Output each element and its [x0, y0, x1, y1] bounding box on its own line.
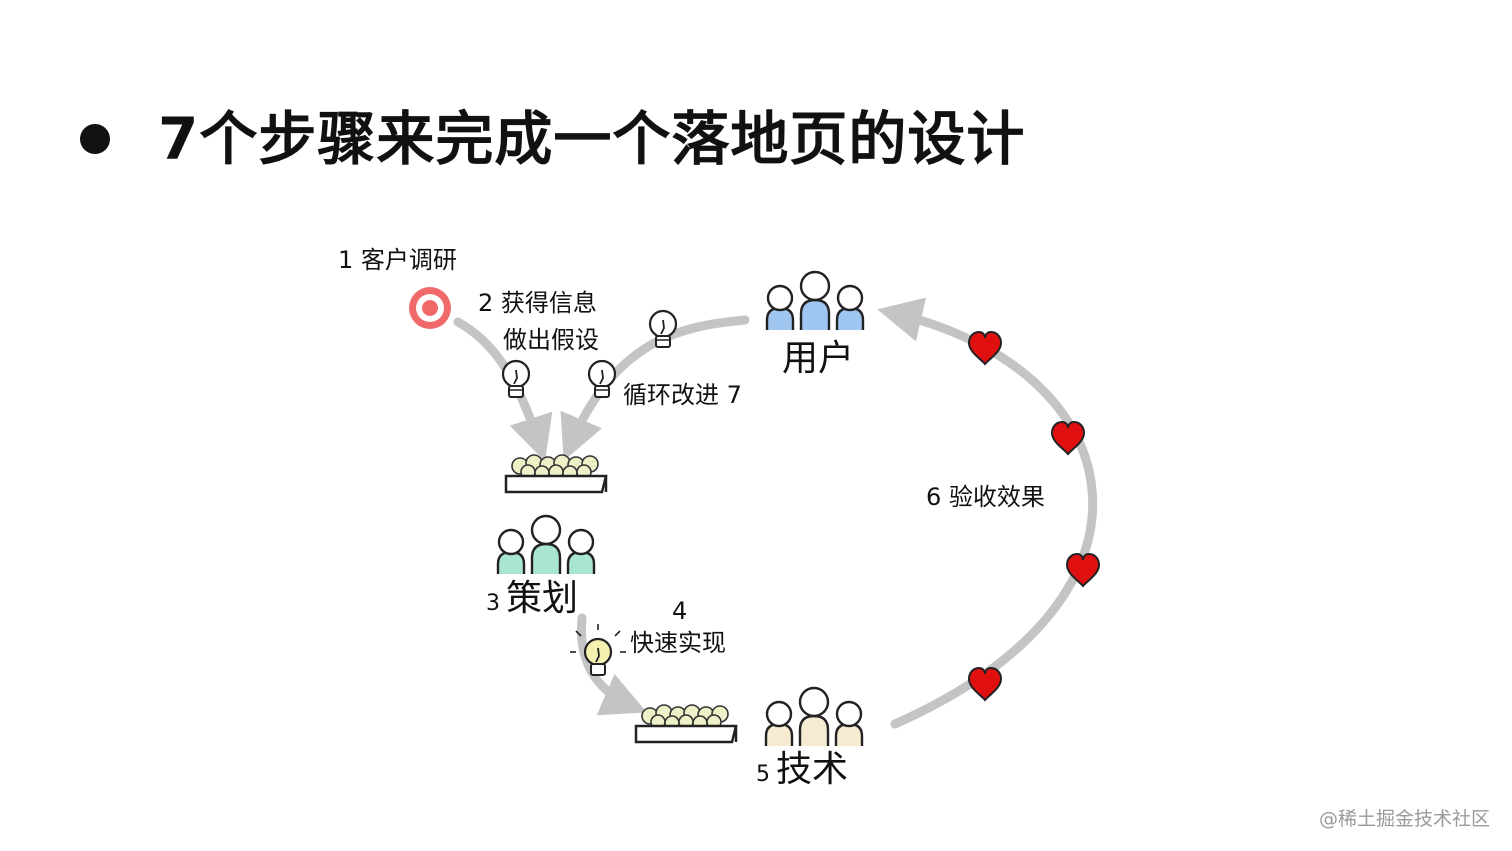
step-4-number: 4 — [672, 597, 688, 625]
heart-icon — [968, 331, 1002, 365]
step-5-text: 技术 — [776, 749, 849, 790]
step-6-label: 6 验收效果 — [926, 483, 1045, 511]
tech-team-icon — [764, 686, 864, 746]
arrow-iterate-to-planning — [560, 315, 750, 461]
lit-lightbulb-icon — [570, 624, 626, 676]
step-5-number: 5 — [756, 762, 770, 787]
step-2-label-line2: 做出假设 — [503, 326, 599, 354]
arrow-tech-to-users — [877, 297, 1098, 729]
heart-icon — [968, 667, 1002, 701]
page-title: 7个步骤来完成一个落地页的设计 — [158, 105, 1026, 173]
step-1-label: 1 客户调研 — [338, 246, 457, 274]
users-group-icon — [765, 270, 865, 330]
watermark: @稀土掘金技术社区 — [1318, 808, 1490, 830]
ideas-tray-icon — [504, 453, 608, 494]
step-3-text: 策划 — [506, 578, 579, 619]
step-7-label: 循环改进 7 — [623, 381, 742, 409]
arrow-research-to-planning — [453, 317, 553, 462]
step-3-number: 3 — [486, 591, 500, 616]
users-label: 用户 — [782, 338, 855, 379]
lightbulb-icon — [501, 359, 531, 399]
target-icon — [409, 287, 451, 329]
title-bullet — [80, 124, 110, 154]
ideas-tray-icon — [634, 703, 738, 744]
planning-team-icon — [496, 514, 596, 574]
step-2-label-line1: 2 获得信息 — [478, 289, 597, 317]
step-4-label: 快速实现 — [630, 629, 726, 657]
lightbulb-icon — [587, 359, 617, 399]
